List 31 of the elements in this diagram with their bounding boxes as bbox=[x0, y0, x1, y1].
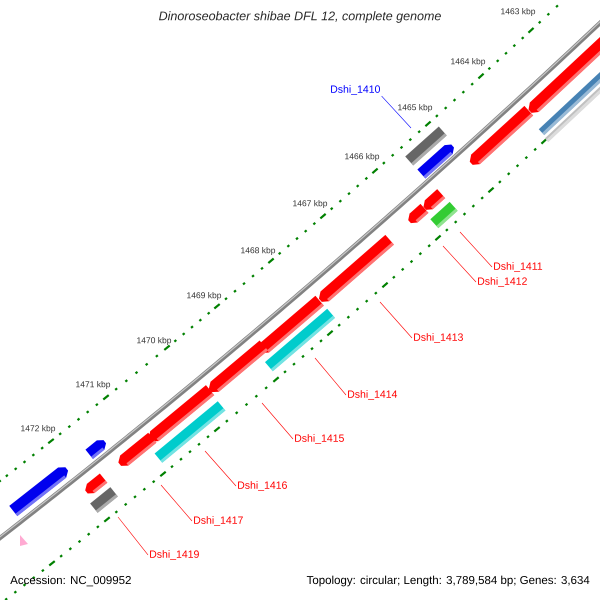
leader-line bbox=[204, 450, 236, 486]
gene-label: Dshi_1412 bbox=[478, 277, 527, 287]
tick-label: 1470 kbp bbox=[137, 337, 172, 345]
tick-label: 1472 kbp bbox=[21, 425, 56, 433]
tick-label: 1468 kbp bbox=[241, 247, 276, 255]
genome-info-text: Topology: circular; Length: 3,789,584 bp; Genes: 3,634 bbox=[306, 576, 590, 586]
leader-line bbox=[380, 302, 412, 338]
gene-label: Dshi_1415 bbox=[295, 434, 344, 444]
gene-label: Dshi_1419 bbox=[150, 550, 199, 560]
gene-label: Dshi_1414 bbox=[348, 390, 398, 400]
accession-text: Accession: NC_009952 bbox=[10, 576, 131, 586]
leader-line bbox=[460, 232, 492, 268]
leader-line bbox=[262, 402, 294, 440]
tick-label: 1466 kbp bbox=[345, 153, 380, 161]
gene-label: Dshi_1416 bbox=[238, 481, 287, 491]
tick-label: 1464 kbp bbox=[451, 58, 486, 66]
leader-line bbox=[314, 358, 346, 396]
tick-label: 1469 kbp bbox=[187, 292, 222, 300]
gene-label: Dshi_1413 bbox=[414, 333, 463, 343]
leader-line bbox=[442, 246, 476, 282]
tick-label: 1465 kbp bbox=[398, 104, 432, 112]
title: Dinoroseobacter shibae DFL 12, complete genome bbox=[159, 11, 441, 23]
tick-label: 1471 kbp bbox=[76, 381, 110, 389]
leader-line bbox=[381, 96, 412, 128]
gene-label: Dshi_1411 bbox=[494, 262, 542, 272]
gene-label: Dshi_1410 bbox=[331, 85, 380, 95]
tick-label: 1463 kbp bbox=[501, 8, 536, 16]
gene-label: Dshi_1417 bbox=[194, 516, 243, 526]
leader-line bbox=[160, 484, 192, 522]
leader-line bbox=[118, 516, 148, 556]
tick-label: 1467 kbp bbox=[293, 200, 328, 208]
